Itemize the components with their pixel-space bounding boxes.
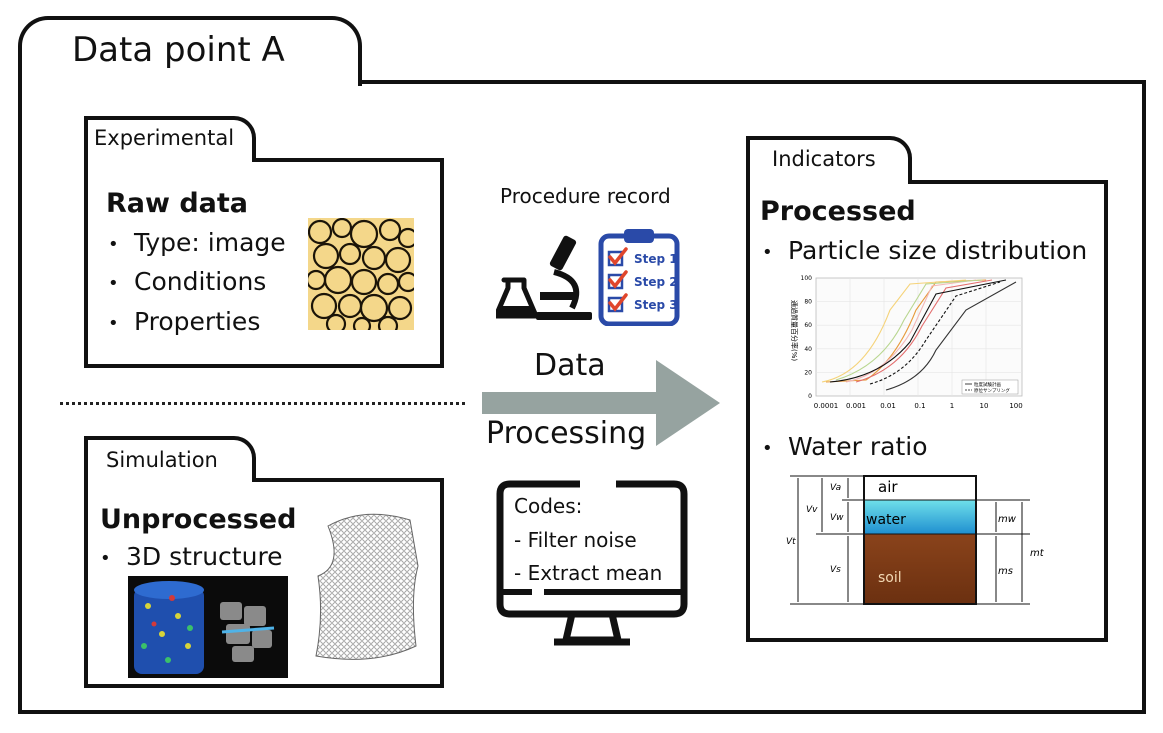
phase-diagram: air water soil Va Vw Vv Vt Vs mw mt ms [786, 475, 1045, 605]
y-tick: 40 [804, 346, 812, 353]
raw-data-heading: Raw data [106, 188, 249, 219]
process-label-data: Data [534, 348, 606, 383]
particle-size-chart: 粒度試験計画 原位サンプリング 通過質量百分率(%) 0 20 40 60 80… [790, 275, 1023, 410]
layer-label-soil: soil [878, 570, 902, 586]
processed-heading: Processed [760, 196, 916, 227]
mass-label: mw [998, 514, 1017, 525]
checklist-clipboard-icon: Step 1 Step 2 Step 3 [598, 229, 680, 326]
monitor-icon [496, 480, 688, 646]
volume-label: Vv [806, 505, 818, 515]
list-item: Particle size distribution [762, 236, 1087, 265]
arrow-right-icon [482, 360, 720, 446]
indicators-tab [746, 136, 912, 184]
simulation-tab-label: Simulation [106, 448, 218, 472]
y-axis-label: 通過質量百分率(%) [790, 300, 799, 361]
tab-join [22, 79, 358, 85]
simulation-tab [84, 436, 256, 484]
layer-label-water: water [866, 512, 906, 528]
x-tick: 10 [980, 402, 989, 410]
experimental-tab [84, 116, 256, 164]
list-item: Conditions [108, 267, 266, 296]
procedure-label: Procedure record [500, 184, 671, 208]
list-item: Water ratio [762, 432, 927, 461]
y-tick: 80 [804, 299, 812, 306]
list-item: Properties [108, 307, 260, 336]
legend-entry: 原位サンプリング [974, 387, 1010, 394]
volume-label: Vt [786, 537, 796, 547]
y-tick: 100 [801, 275, 813, 282]
tab-join [750, 179, 908, 185]
y-tick: 20 [804, 369, 812, 376]
x-tick: 0.001 [846, 402, 866, 410]
codes-line: - Extract mean [514, 561, 663, 585]
list-item: 3D structure [100, 542, 282, 571]
x-tick: 1 [950, 402, 954, 410]
step-label: Step 2 [634, 275, 678, 289]
x-tick: 0.01 [880, 402, 896, 410]
x-tick: 0.1 [914, 402, 925, 410]
chart-plot-area: 粒度試験計画 原位サンプリング [815, 277, 1023, 397]
foam-image [308, 218, 414, 330]
codes-line: - Filter noise [514, 528, 637, 552]
outer-frame [18, 80, 1146, 714]
chart-legend: 粒度試験計画 原位サンプリング [961, 379, 1019, 395]
step-label: Step 3 [634, 298, 678, 312]
x-tick: 0.0001 [814, 402, 839, 410]
volume-label: Vw [830, 513, 844, 523]
experimental-tab-label: Experimental [94, 126, 235, 150]
divider [60, 402, 465, 405]
lab-icon [496, 235, 592, 320]
title-tab [18, 16, 362, 86]
process-label-processing: Processing [486, 416, 647, 451]
codes-title: Codes: [514, 494, 583, 518]
tab-join [88, 157, 252, 163]
x-tick: 100 [1009, 402, 1022, 410]
mass-label: mt [1030, 548, 1045, 559]
mesh-structure-image [315, 513, 419, 660]
y-tick: 0 [808, 393, 812, 400]
unprocessed-heading: Unprocessed [100, 504, 297, 535]
list-item: Type: image [108, 228, 286, 257]
page-title: Data point A [72, 30, 285, 70]
volume-label: Va [830, 483, 841, 493]
tab-join [88, 477, 252, 483]
y-tick: 60 [804, 322, 812, 329]
simulation-render-image [128, 576, 288, 678]
step-label: Step 1 [634, 252, 678, 266]
legend-entry: 粒度試験計画 [974, 381, 1001, 388]
volume-label: Vs [830, 565, 841, 575]
layer-label-air: air [878, 478, 898, 496]
mass-label: ms [998, 566, 1013, 577]
indicators-tab-label: Indicators [772, 147, 876, 171]
